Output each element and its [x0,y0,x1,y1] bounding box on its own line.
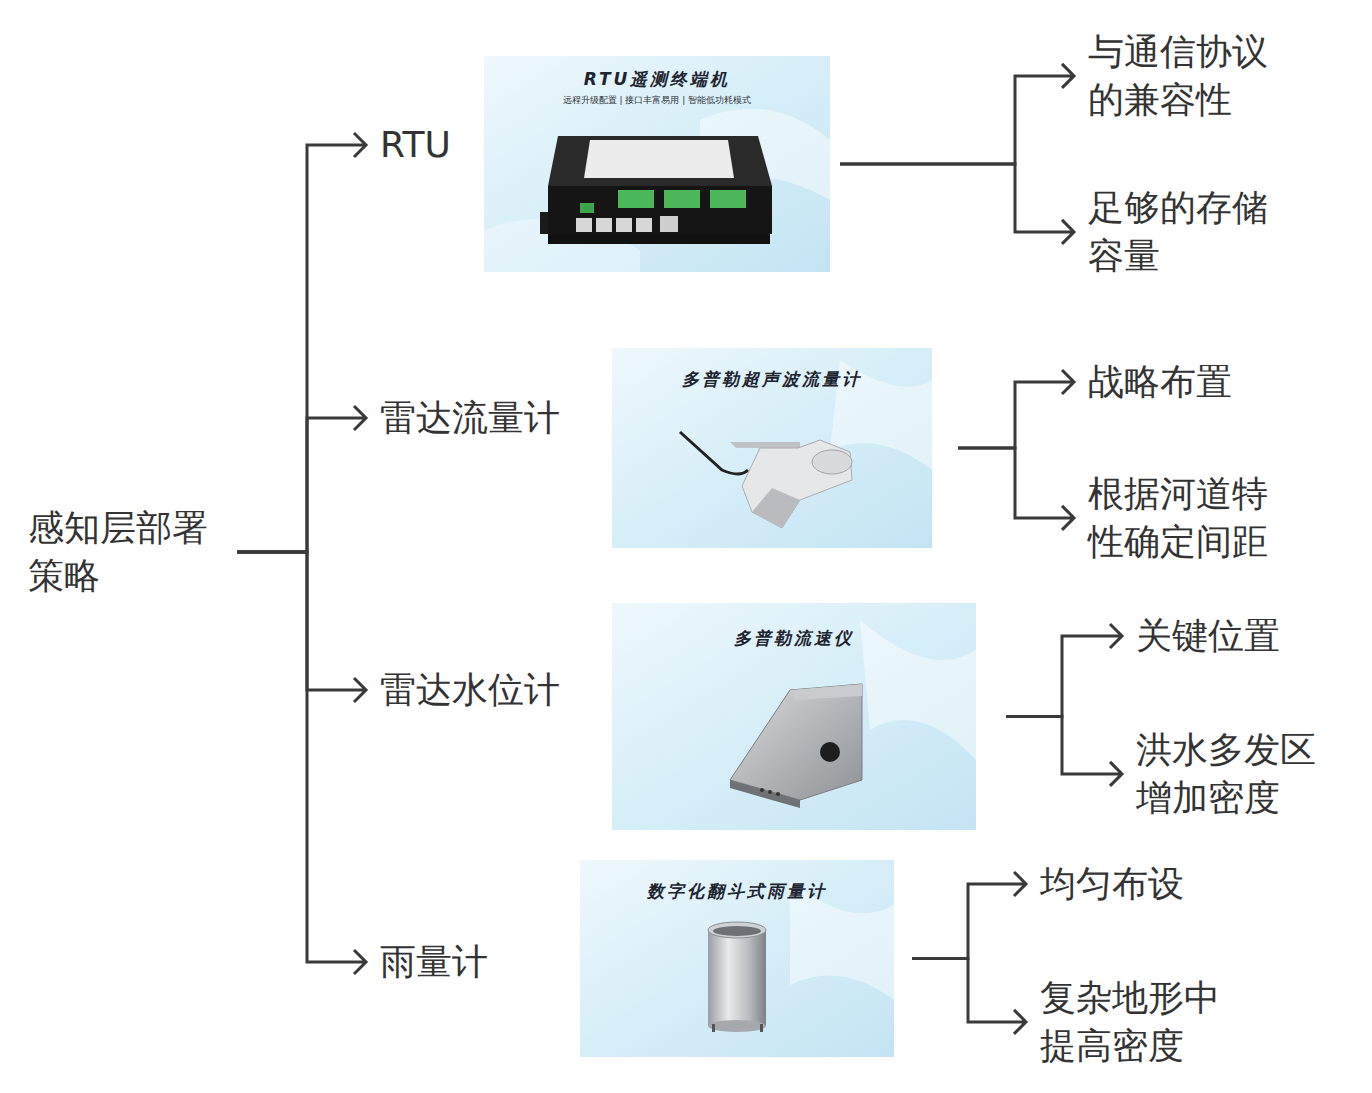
tree-connector [237,406,366,552]
rain-gauge-device [708,922,766,1032]
branch-label: 洪水多发区增加密度 [1136,726,1323,822]
panel-subtitle: 远程升级配置 | 接口丰富易用 | 智能低功耗模式 [484,94,830,107]
branch-label: RTU [380,121,451,169]
branch-label: 关键位置 [1136,612,1280,660]
panel-title: 数字化翻斗式雨量计 [580,880,894,903]
tree-connector [840,64,1074,164]
tree-connector [237,552,366,702]
panel-ground [484,56,976,1057]
label-text: 洪水多发区增加密度 [1136,726,1323,822]
product-panel: RTU遥测终端机远程升级配置 | 接口丰富易用 | 智能低功耗模式 [484,56,830,272]
label-text: 与通信协议的兼容性 [1088,28,1275,124]
branch-label: 均匀布设 [1040,860,1184,908]
rtu-device [540,136,772,244]
label-text: 关键位置 [1136,612,1280,660]
tree-connector [958,370,1074,448]
tree-connector [912,959,1026,1034]
label-text: 雷达水位计 [380,666,560,714]
branch-label: 战略布置 [1088,358,1232,406]
tree-connector [840,164,1074,244]
panel-title: 多普勒超声波流量计 [612,368,932,391]
label-text: 均匀布设 [1040,860,1184,908]
product-panel: 多普勒超声波流量计 [612,348,932,548]
panel-title: 多普勒流速仪 [612,627,976,650]
label-text: 根据河道特性确定间距 [1088,470,1275,566]
branch-label: 复杂地形中提高密度 [1040,974,1227,1070]
root-label: 感知层部署策略 [28,504,215,600]
tree-connector [958,448,1074,530]
flowmeter-device [680,432,852,528]
tree-connector [237,552,366,974]
label-text: 复杂地形中提高密度 [1040,974,1227,1070]
branch-label: 雷达水位计 [380,666,560,714]
product-panel: 多普勒流速仪 [612,603,976,830]
velocity-meter-device [730,684,862,808]
label-text: 足够的存储容量 [1088,184,1275,280]
label-text: 雷达流量计 [380,394,560,442]
panel-title: RTU遥测终端机 [484,68,830,91]
label-text: RTU [380,121,451,169]
tree-connector [1006,624,1122,717]
tree-connector [1006,717,1122,786]
branch-label: 与通信协议的兼容性 [1088,28,1275,124]
branch-label: 雷达流量计 [380,394,560,442]
branch-label: 根据河道特性确定间距 [1088,470,1275,566]
label-text: 雨量计 [380,938,488,986]
tree-connector [237,133,366,552]
tree-connector [912,872,1026,959]
label-text: 感知层部署策略 [28,504,215,600]
product-panel: 数字化翻斗式雨量计 [580,860,894,1057]
label-text: 战略布置 [1088,358,1232,406]
branch-label: 足够的存储容量 [1088,184,1275,280]
branch-label: 雨量计 [380,938,488,986]
